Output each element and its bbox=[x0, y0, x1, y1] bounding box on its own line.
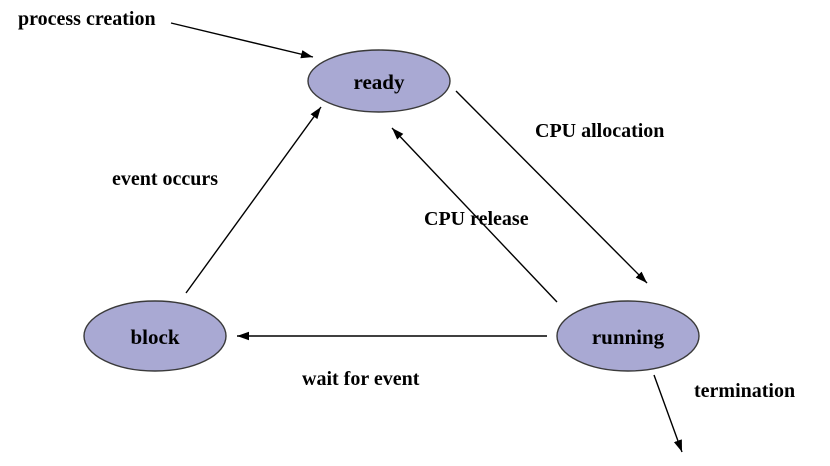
edge-label-cpu-release: CPU release bbox=[424, 208, 529, 230]
state-node-running bbox=[556, 300, 700, 372]
edge-label-event-occurs: event occurs bbox=[112, 168, 218, 190]
edge-label-wait-for-event: wait for event bbox=[302, 368, 420, 390]
arrow-cpu-release bbox=[391, 127, 558, 303]
state-label-ready: ready bbox=[354, 70, 405, 94]
state-node-ready bbox=[307, 49, 451, 113]
arrow-termination bbox=[653, 374, 683, 453]
edge-label-process-creation: process creation bbox=[18, 8, 156, 30]
state-label-block: block bbox=[130, 325, 179, 349]
state-label-running: running bbox=[592, 325, 665, 349]
arrow-event-occurs bbox=[185, 106, 322, 294]
state-node-block bbox=[83, 300, 227, 372]
edge-label-cpu-allocation: CPU allocation bbox=[535, 120, 664, 142]
arrow-process-creation bbox=[170, 22, 314, 59]
arrow-cpu-allocation bbox=[455, 90, 648, 284]
edge-label-termination: termination bbox=[694, 380, 795, 402]
